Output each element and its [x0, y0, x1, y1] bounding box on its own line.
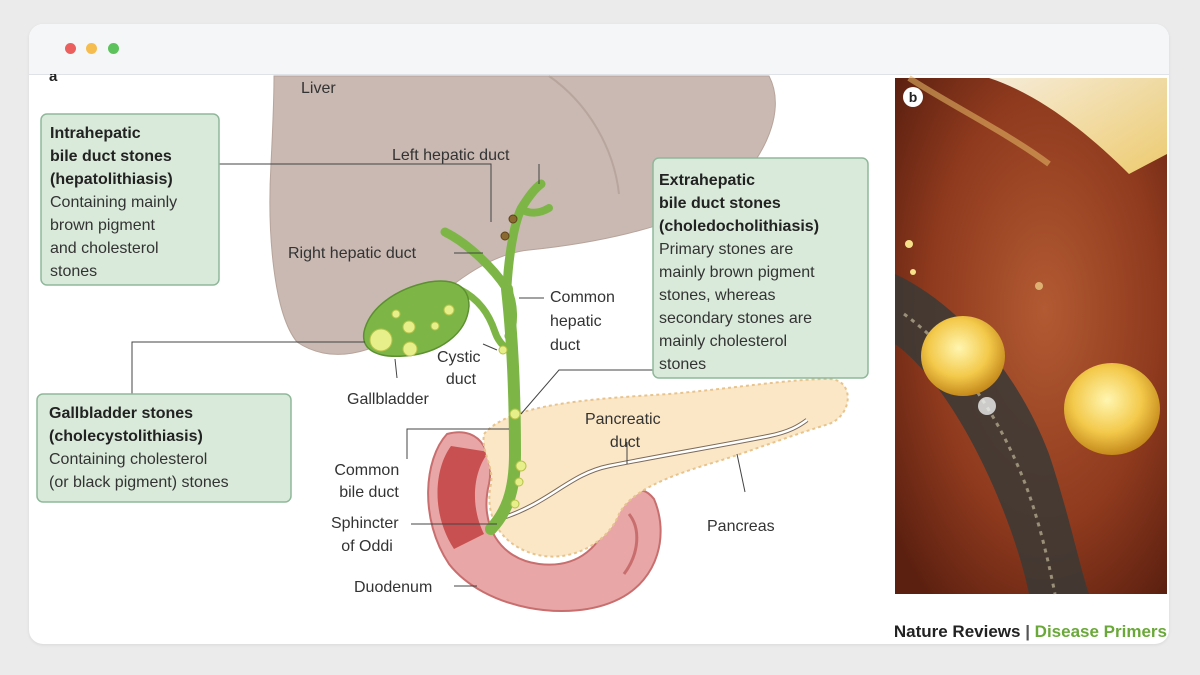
- intrahepatic-body: Containing mainly brown pigment and chol…: [50, 194, 182, 280]
- cystic-duct-stone: [498, 345, 508, 355]
- intrahepatic-box: [40, 113, 220, 286]
- gallbladder-stone: [430, 321, 440, 331]
- duodenum-shape: [427, 431, 662, 613]
- liver-label: Liver: [301, 80, 336, 97]
- cystic-duct-shape: [455, 285, 517, 356]
- close-button[interactable]: [65, 43, 76, 54]
- duodenum-fold: [622, 513, 639, 575]
- gallbladder-label: Gallbladder: [347, 391, 430, 408]
- duodenum-inner: [437, 446, 489, 549]
- panel-b-badge: [903, 87, 923, 107]
- common-bile-duct-shape: [485, 283, 522, 535]
- endoscopy-photo: [895, 75, 1167, 595]
- left-hepatic-duct-label: Left hepatic duct: [392, 147, 510, 164]
- pancreatic-duct: [498, 418, 808, 521]
- intrahepatic-stone: [500, 231, 510, 241]
- common-bile-duct-label: Common bile duct: [334, 462, 403, 501]
- cystic-duct-label: Cystic duct: [437, 349, 485, 388]
- gallbladder-stone: [402, 341, 418, 357]
- gallbladder-title: Gallbladder stones (cholecystolithiasis): [49, 405, 203, 445]
- liver-lobe-edge: [548, 75, 620, 195]
- gallbladder-stone: [391, 309, 401, 319]
- pancreas-shape: [482, 377, 849, 558]
- pancreatic-duct-label: Pancreatic duct: [585, 411, 665, 451]
- duodenum-label: Duodenum: [354, 579, 432, 596]
- figure-canvas: a Liver: [36, 74, 1167, 641]
- credit-line: Nature Reviews | Disease Primers: [894, 622, 1167, 641]
- gallbladder-body: Containing cholesterol (or black pigment…: [49, 451, 229, 491]
- maximize-button[interactable]: [108, 43, 119, 54]
- leader-lines: [131, 163, 746, 587]
- left-hepatic-branch: [517, 204, 553, 217]
- browser-window: a Liver: [29, 24, 1169, 644]
- extrahepatic-box: [652, 157, 869, 379]
- panel-b-label: b: [909, 89, 918, 105]
- pancreas-label: Pancreas: [707, 518, 775, 535]
- gallbladder-stone: [369, 328, 393, 352]
- common-hepatic-duct-label: Common hepatic duct: [550, 289, 619, 354]
- panel-a-label: a: [49, 74, 58, 85]
- bile-duct-stone: [510, 499, 520, 509]
- sphincter-label: Sphincter of Oddi: [331, 515, 403, 555]
- gallbladder-stone: [402, 320, 416, 334]
- bile-duct-stone: [509, 408, 521, 420]
- extrahepatic-title: Extrahepatic bile duct stones (choledoch…: [659, 172, 819, 235]
- gallbladder-box: [36, 393, 292, 503]
- gallbladder-stone: [443, 304, 455, 316]
- bile-duct-stone: [514, 477, 524, 487]
- window-titlebar: [29, 24, 1169, 75]
- right-hepatic-duct-label: Right hepatic duct: [288, 245, 417, 262]
- minimize-button[interactable]: [86, 43, 97, 54]
- intrahepatic-title: Intrahepatic bile duct stones (hepatolit…: [50, 125, 176, 188]
- intrahepatic-stone: [508, 214, 518, 224]
- bile-duct-stone: [515, 460, 527, 472]
- extrahepatic-body: Primary stones are mainly brown pigment …: [659, 241, 819, 373]
